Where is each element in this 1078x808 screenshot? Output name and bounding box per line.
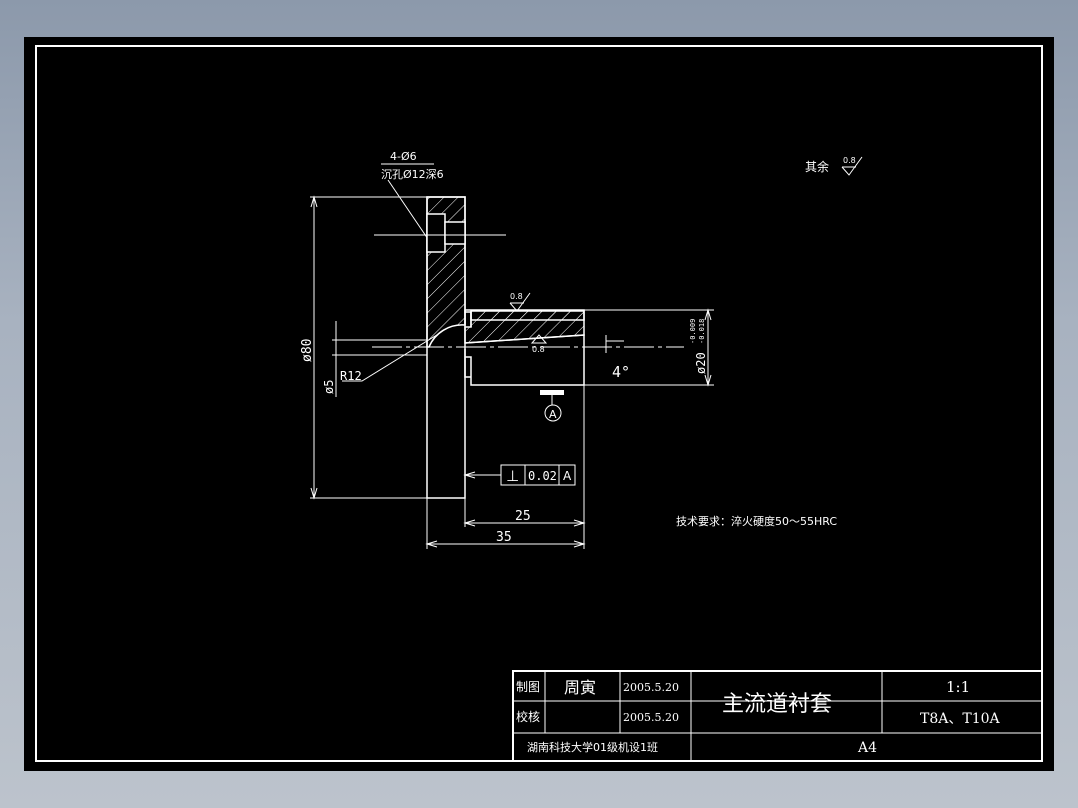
- cad-drawing: 其余 0.8 4-Ø6 沉孔Ø12深6 0.8 0.8: [35, 45, 1043, 762]
- tb-scale: 1:1: [946, 678, 970, 696]
- dim-len25: 25: [515, 509, 531, 524]
- tb-material: T8A、T10A: [920, 711, 1001, 727]
- counterbore-hole: [426, 213, 446, 253]
- tolerance-frame: ⊥ 0.02 A: [463, 464, 576, 486]
- dim-d5: ø5: [322, 380, 336, 394]
- dim-d20-group: ø20 -0.009 -0.018: [584, 308, 714, 387]
- roughness-other-value: 0.8: [843, 156, 856, 165]
- hole-count-dia: 4-Ø6: [390, 150, 417, 163]
- hole-leader: [387, 179, 433, 246]
- inner-frame: [35, 45, 1043, 762]
- dim-d5-group: ø5: [322, 321, 427, 397]
- hole-callout: 4-Ø6 沉孔Ø12深6: [381, 150, 444, 246]
- tolerance-symbol: ⊥: [506, 467, 519, 485]
- dim-d20-tol-lower: -0.018: [698, 319, 706, 344]
- dim-length-group: 25 35: [425, 385, 586, 549]
- tb-part-name: 主流道衬套: [722, 692, 832, 717]
- general-roughness-note: 其余 0.8: [805, 156, 863, 176]
- roughness-top-value: 0.8: [510, 292, 523, 301]
- shank: [372, 309, 684, 386]
- dim-d80-group: ø80: [300, 195, 427, 500]
- tb-drawn-date: 2005.5.20: [623, 681, 679, 694]
- hole-counterbore: 沉孔Ø12深6: [381, 168, 444, 181]
- title-block: 制图 周寅 2005.5.20 校核 2005.5.20 主流道衬套 1:1 T…: [512, 670, 1043, 762]
- r12-leader: [342, 332, 441, 382]
- tolerance-datum: A: [563, 469, 572, 483]
- dim-r12: R12: [340, 369, 362, 383]
- tb-paper-size: A4: [857, 740, 877, 756]
- roughness-bore-value: 0.8: [532, 345, 545, 354]
- tb-check-date: 2005.5.20: [623, 711, 679, 724]
- dim-d20: ø20: [694, 352, 708, 374]
- roughness-symbol-icon: [841, 156, 863, 176]
- tb-drawn-name: 周寅: [564, 678, 596, 697]
- dim-d20-tol-upper: -0.009: [689, 319, 697, 344]
- tb-school: 湖南科技大学01级机设1班: [527, 740, 658, 754]
- roughness-other-label: 其余: [805, 159, 829, 174]
- dim-len35: 35: [496, 530, 512, 545]
- datum-a-label: A: [549, 408, 557, 421]
- roughness-top-icon: [509, 292, 531, 312]
- tolerance-value: 0.02: [528, 469, 557, 483]
- tech-requirements: 技术要求：淬火硬度50～55HRC: [676, 514, 837, 528]
- drawing-sheet: 其余 0.8 4-Ø6 沉孔Ø12深6 0.8 0.8: [24, 37, 1054, 771]
- datum-a: A: [540, 390, 564, 422]
- dim-angle: 4°: [612, 363, 630, 381]
- roughness-bore-icon: [530, 334, 548, 344]
- tb-drawn-label: 制图: [516, 680, 540, 694]
- dim-d80: ø80: [300, 339, 315, 362]
- tb-check-label: 校核: [516, 709, 540, 724]
